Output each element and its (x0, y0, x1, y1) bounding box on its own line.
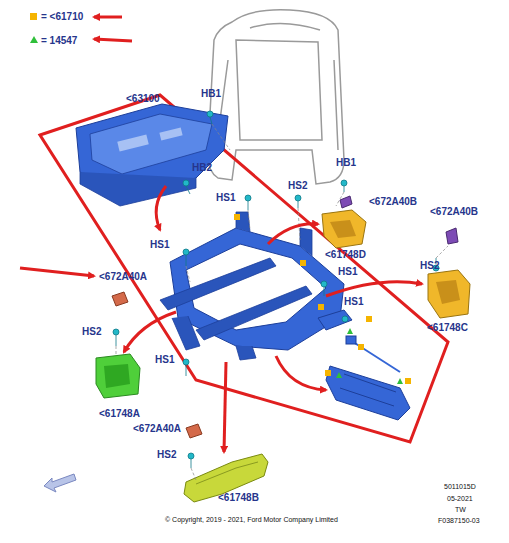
seat-back-frame (208, 10, 344, 184)
red-arrow (94, 16, 122, 19)
cushion-pan (76, 104, 228, 206)
drawing-note: © Copyright, 2019 - 2021, Ford Motor Com… (165, 516, 338, 524)
callout-number: <61748C (427, 322, 468, 333)
legend-text: = 14547 (41, 35, 77, 46)
leader-lines (116, 124, 448, 480)
drawing-note: 5011015D (444, 483, 476, 491)
fasteners (113, 111, 439, 468)
drawing-note: F0387150-03 (438, 517, 480, 525)
callout-number: HS1 (155, 354, 174, 365)
seat-track-frame (160, 212, 344, 360)
callout-number: HB1 (201, 88, 221, 99)
callout-number: HS1 (150, 239, 169, 250)
legend-text: = <61710 (41, 11, 83, 22)
callout-number: HS2 (82, 326, 101, 337)
callout-number: HS2 (420, 260, 439, 271)
callout-number: HS1 (344, 296, 363, 307)
drawing-note: 05-2021 (447, 495, 473, 503)
brackets (96, 196, 470, 502)
callout-number: HS1 (216, 192, 235, 203)
callout-number: <61748A (99, 408, 140, 419)
callout-number: HS1 (338, 266, 357, 277)
drawing-note: TW (455, 506, 466, 514)
track-parts (234, 214, 411, 420)
red-arrows (124, 186, 422, 452)
callout-number: <61748B (218, 492, 259, 503)
callout-number: HB1 (336, 157, 356, 168)
callout-number: <672A40A (99, 271, 147, 282)
red-arrow (94, 39, 132, 41)
callout-number: <63100 (126, 93, 160, 104)
callout-number: HS2 (288, 180, 307, 191)
red-outline (40, 95, 448, 442)
callout-number: HB2 (192, 162, 212, 173)
red-arrow (20, 268, 94, 276)
legend-triangle (30, 36, 38, 43)
callout-number: <61748D (325, 249, 366, 260)
direction-arrow (44, 474, 76, 492)
callout-number: <672A40B (369, 196, 417, 207)
callout-number: HS2 (157, 449, 176, 460)
callout-number: <672A40A (133, 423, 181, 434)
callout-number: <672A40B (430, 206, 478, 217)
legend-swatch (30, 13, 37, 20)
